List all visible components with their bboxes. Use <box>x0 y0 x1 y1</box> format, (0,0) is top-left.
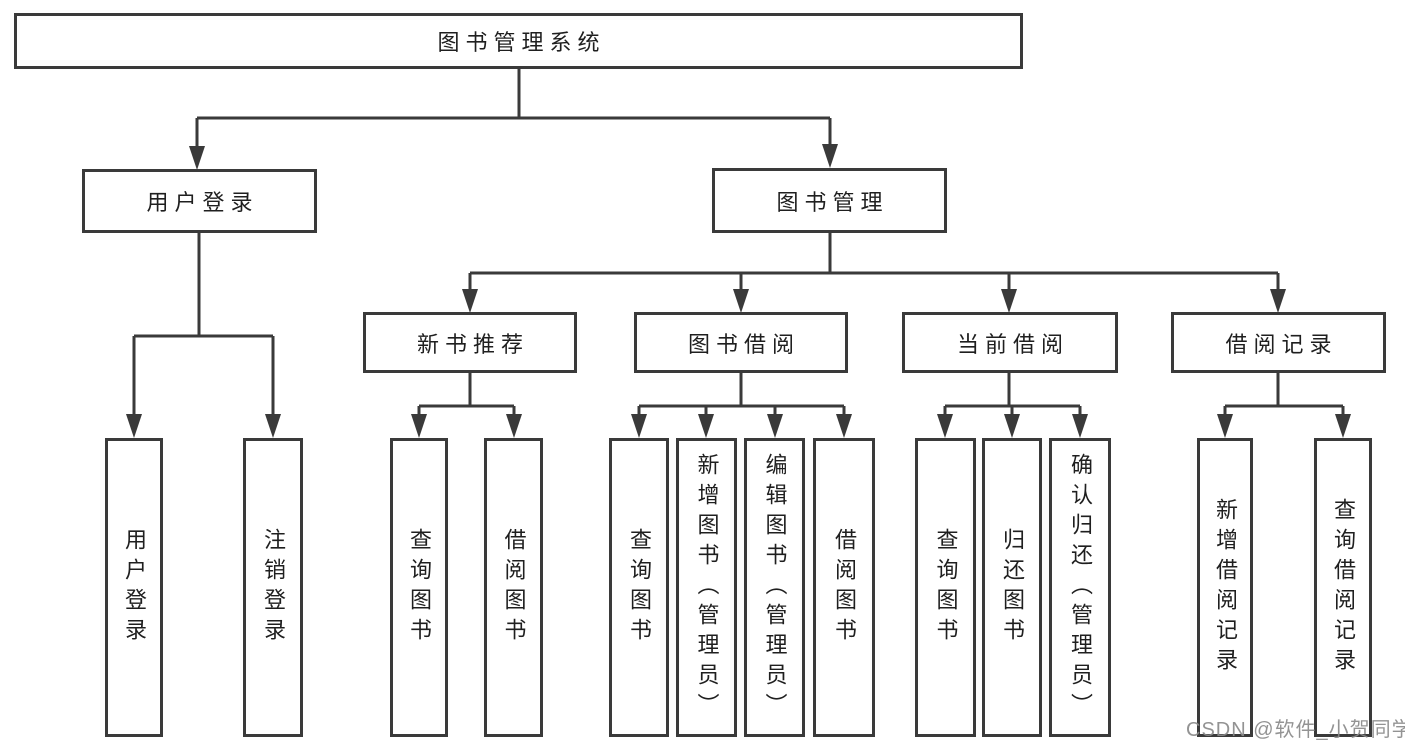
leaf-label: 新增图书（管理员） <box>694 452 720 723</box>
arrowhead-icon <box>1335 414 1351 438</box>
leaf-recommend-borrow-books: 借阅图书 <box>484 438 543 737</box>
leaf-borrowing-add-books-admin: 新增图书（管理员） <box>676 438 737 737</box>
leaf-label: 用户登录 <box>122 527 147 648</box>
arrowhead-icon <box>1072 414 1088 438</box>
node-label: 当前借阅 <box>956 331 1069 357</box>
connector-newbook-to-leaves <box>417 373 516 416</box>
leaf-label: 借阅图书 <box>501 527 527 648</box>
connector-root-to-level1 <box>195 69 832 150</box>
arrowhead-icon <box>1217 414 1233 438</box>
arrowhead-icon <box>937 414 953 438</box>
node-label: 借阅记录 <box>1225 331 1338 357</box>
arrowhead-icon <box>1004 414 1020 438</box>
arrowhead-icon <box>767 414 783 438</box>
node-root-library-system: 图书管理系统 <box>14 13 1023 69</box>
leaf-label: 注销登录 <box>261 527 286 648</box>
leaf-label: 查询图书 <box>627 527 652 648</box>
connector-bookmgmt-to-level2 <box>468 233 1280 292</box>
node-borrowing-records: 借阅记录 <box>1171 312 1386 373</box>
arrowhead-icon <box>462 289 478 313</box>
arrowhead-icon <box>733 289 749 313</box>
arrowhead-icon <box>698 414 714 438</box>
leaf-logout: 注销登录 <box>243 438 303 737</box>
node-book-management: 图书管理 <box>712 168 947 233</box>
arrowhead-icon <box>836 414 852 438</box>
arrowhead-icon <box>506 414 522 438</box>
arrowhead-icon <box>1001 289 1017 313</box>
node-label: 图书管理 <box>776 189 889 215</box>
arrowhead-icon <box>631 414 647 438</box>
arrowhead-icon <box>411 414 427 438</box>
connector-bookborrow-to-leaves <box>637 373 846 416</box>
leaf-current-return-books: 归还图书 <box>982 438 1042 737</box>
leaf-records-add-record: 新增借阅记录 <box>1197 438 1253 737</box>
node-label: 新书推荐 <box>416 331 529 357</box>
leaf-label: 查询图书 <box>933 527 959 648</box>
arrowhead-icon <box>126 414 142 438</box>
leaf-borrowing-query-books: 查询图书 <box>609 438 669 737</box>
leaf-current-confirm-return-admin: 确认归还（管理员） <box>1049 438 1111 737</box>
leaf-label: 新增借阅记录 <box>1213 497 1238 678</box>
node-label: 用户登录 <box>146 190 259 215</box>
node-book-borrowing: 图书借阅 <box>634 312 848 373</box>
leaf-user-login: 用户登录 <box>105 438 163 737</box>
connector-currentborrow-to-leaves <box>943 373 1082 416</box>
leaf-label: 编辑图书（管理员） <box>762 452 788 723</box>
leaf-label: 借阅图书 <box>832 527 857 648</box>
node-label: 图书借阅 <box>687 331 800 357</box>
arrowhead-icon <box>189 146 205 170</box>
node-new-book-recommendation: 新书推荐 <box>363 312 577 373</box>
csdn-watermark: CSDN @软件_小贺同学 <box>1186 719 1405 741</box>
arrowhead-icon <box>822 144 838 168</box>
node-user-login: 用户登录 <box>82 169 317 233</box>
connector-userlogin-to-leaves <box>132 233 275 416</box>
leaf-label: 归还图书 <box>1000 527 1025 648</box>
node-current-borrowing: 当前借阅 <box>902 312 1118 373</box>
leaf-label: 确认归还（管理员） <box>1068 452 1093 723</box>
leaf-current-query-books: 查询图书 <box>915 438 976 737</box>
leaf-borrowing-borrow-books: 借阅图书 <box>813 438 875 737</box>
leaf-borrowing-edit-books-admin: 编辑图书（管理员） <box>744 438 805 737</box>
node-label: 图书管理系统 <box>437 30 606 55</box>
leaf-label: 查询借阅记录 <box>1331 497 1356 678</box>
leaf-records-query-record: 查询借阅记录 <box>1314 438 1372 737</box>
leaf-recommend-query-books: 查询图书 <box>390 438 448 737</box>
leaf-label: 查询图书 <box>407 527 432 648</box>
arrowhead-icon <box>1270 289 1286 313</box>
arrowhead-icon <box>265 414 281 438</box>
connector-records-to-leaves <box>1223 373 1345 416</box>
